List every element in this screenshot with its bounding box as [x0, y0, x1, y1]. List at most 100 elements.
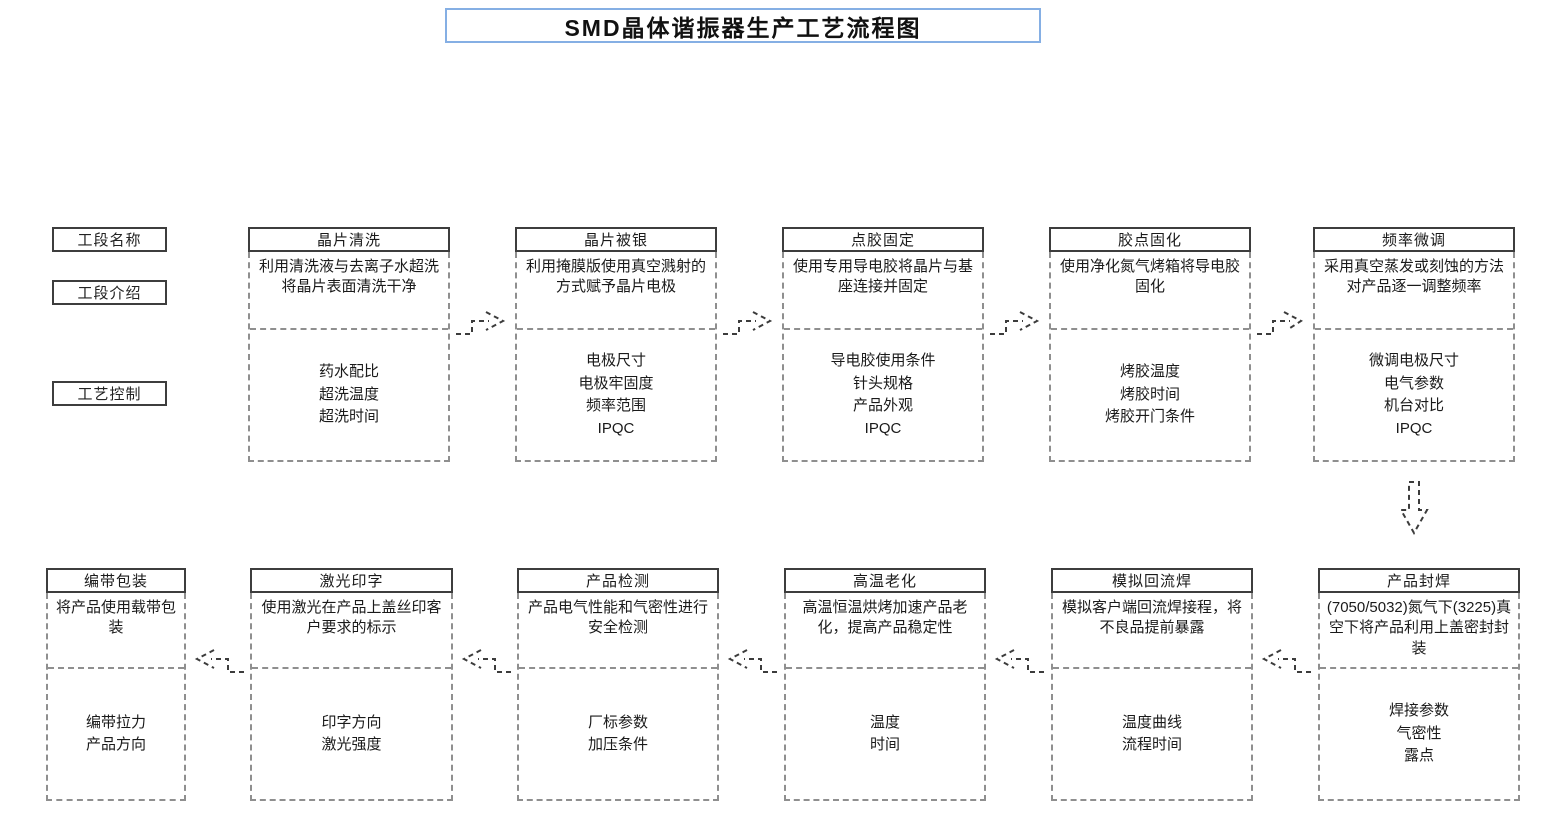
- arrow-right-icon: [1254, 308, 1312, 349]
- process-body: (7050/5032)氮气下(3225)真空下将产品利用上盖密封封装 焊接参数气…: [1318, 593, 1520, 801]
- arrow-left-icon: [456, 646, 514, 687]
- control-item: 电极尺寸: [585, 352, 646, 369]
- control-item: 气密性: [1396, 724, 1442, 742]
- arrow-right-icon: [453, 308, 511, 349]
- process-title: 产品检测: [517, 568, 719, 593]
- control-item: 烤胶温度: [1119, 363, 1180, 381]
- process-body: 使用激光在产品上盖丝印客户要求的标示 印字方向激光强度: [250, 593, 453, 801]
- control-item: 烤胶开门条件: [1104, 408, 1195, 426]
- process-title: 胶点固化: [1049, 227, 1251, 252]
- process-controls: 厂标参数加压条件: [519, 667, 717, 799]
- control-item: 产品方向: [85, 736, 146, 753]
- process-intro: 使用激光在产品上盖丝印客户要求的标示: [261, 599, 442, 637]
- process-controls: 印字方向激光强度: [252, 667, 451, 799]
- arrow-left-icon: [189, 646, 247, 687]
- control-item: 流程时间: [1121, 736, 1182, 753]
- process-controls: 烤胶温度烤胶时间烤胶开门条件: [1051, 328, 1249, 460]
- process-box-row1-1: 晶片清洗 利用清洗液与去离子水超洗将晶片表面清洗干净 药水配比超洗温度超洗时间: [248, 227, 450, 462]
- process-body: 利用掩膜版使用真空溅射的方式赋予晶片电极 电极尺寸电极牢固度频率范围 IPQC: [515, 252, 717, 462]
- process-title: 编带包装: [46, 568, 186, 593]
- process-controls: 编带拉力产品方向: [48, 667, 184, 799]
- process-intro: 使用净化氮气烤箱将导电胶固化: [1059, 258, 1240, 296]
- control-item: 时间: [869, 736, 900, 753]
- process-controls: 温度曲线流程时间: [1053, 667, 1251, 799]
- process-box-row2-1: 编带包装 将产品使用载带包装 编带拉力产品方向: [46, 568, 186, 801]
- process-title: 晶片清洗: [248, 227, 450, 252]
- control-item: 温度曲线: [1121, 713, 1182, 731]
- control-item: 厂标参数: [587, 713, 648, 731]
- process-body: 使用专用导电胶将晶片与基座连接并固定 导电胶使用条件针头规格产品外观 IPQC: [782, 252, 984, 462]
- process-body: 采用真空蒸发或刻蚀的方法对产品逐一调整频率 微调电极尺寸电气参数机台对比 IPQC: [1313, 252, 1515, 462]
- side-label-process-control: 工艺控制: [52, 381, 167, 406]
- arrow-left-icon: [722, 646, 780, 687]
- process-body: 模拟客户端回流焊接程，将不良品提前暴露 温度曲线流程时间: [1051, 593, 1253, 801]
- control-item: 微调电极尺寸: [1368, 352, 1459, 369]
- process-intro: 产品电气性能和气密性进行安全检测: [527, 599, 708, 637]
- process-controls: 微调电极尺寸电气参数机台对比 IPQC: [1315, 328, 1513, 460]
- process-intro: 采用真空蒸发或刻蚀的方法对产品逐一调整频率: [1323, 258, 1504, 296]
- arrow-down-icon: [1397, 480, 1431, 543]
- arrow-right-icon: [720, 308, 778, 349]
- control-item: 导电胶使用条件: [830, 352, 936, 369]
- process-box-row2-5: 模拟回流焊 模拟客户端回流焊接程，将不良品提前暴露 温度曲线流程时间: [1051, 568, 1253, 801]
- process-controls: 导电胶使用条件针头规格产品外观 IPQC: [784, 328, 982, 460]
- process-body: 将产品使用载带包装 编带拉力产品方向: [46, 593, 186, 801]
- process-intro: 将产品使用载带包装: [55, 599, 176, 637]
- process-title: 频率微调: [1313, 227, 1515, 252]
- process-box-row2-4: 高温老化 高温恒温烘烤加速产品老化，提高产品稳定性 温度时间: [784, 568, 986, 801]
- control-item: 电气参数: [1383, 374, 1444, 392]
- process-box-row1-5: 频率微调 采用真空蒸发或刻蚀的方法对产品逐一调整频率 微调电极尺寸电气参数机台对…: [1313, 227, 1515, 462]
- process-title: 产品封焊: [1318, 568, 1520, 593]
- process-box-row2-3: 产品检测 产品电气性能和气密性进行安全检测 厂标参数加压条件: [517, 568, 719, 801]
- process-controls: 焊接参数气密性露点: [1320, 667, 1518, 799]
- side-label-section-intro: 工段介绍: [52, 280, 167, 305]
- process-title: 模拟回流焊: [1051, 568, 1253, 593]
- control-item: 频率范围: [585, 397, 646, 414]
- process-intro: 利用清洗液与去离子水超洗将晶片表面清洗干净: [258, 258, 439, 296]
- process-body: 高温恒温烘烤加速产品老化，提高产品稳定性 温度时间: [784, 593, 986, 801]
- control-item: IPQC: [1395, 419, 1433, 437]
- control-item: 烤胶时间: [1119, 385, 1180, 403]
- control-item: 印字方向: [321, 713, 382, 731]
- control-item: 机台对比: [1383, 397, 1444, 414]
- control-item: 产品外观: [852, 397, 913, 414]
- process-body: 产品电气性能和气密性进行安全检测 厂标参数加压条件: [517, 593, 719, 801]
- control-item: IPQC: [597, 419, 635, 437]
- control-item: 超洗温度: [318, 385, 379, 403]
- control-item: 激光强度: [321, 736, 382, 753]
- control-item: 露点: [1403, 747, 1434, 765]
- process-title: 高温老化: [784, 568, 986, 593]
- process-box-row2-6: 产品封焊 (7050/5032)氮气下(3225)真空下将产品利用上盖密封封装 …: [1318, 568, 1520, 801]
- process-intro: 使用专用导电胶将晶片与基座连接并固定: [792, 258, 973, 296]
- process-intro: 模拟客户端回流焊接程，将不良品提前暴露: [1061, 599, 1242, 637]
- arrow-left-icon: [989, 646, 1047, 687]
- process-body: 利用清洗液与去离子水超洗将晶片表面清洗干净 药水配比超洗温度超洗时间: [248, 252, 450, 462]
- process-intro: (7050/5032)氮气下(3225)真空下将产品利用上盖密封封装: [1326, 599, 1512, 657]
- process-box-row2-2: 激光印字 使用激光在产品上盖丝印客户要求的标示 印字方向激光强度: [250, 568, 453, 801]
- control-item: 温度: [869, 713, 900, 731]
- process-controls: 温度时间: [786, 667, 984, 799]
- process-intro: 高温恒温烘烤加速产品老化，提高产品稳定性: [802, 599, 968, 637]
- arrow-left-icon: [1256, 646, 1314, 687]
- process-controls: 电极尺寸电极牢固度频率范围 IPQC: [517, 328, 715, 460]
- process-title: 激光印字: [250, 568, 453, 593]
- process-box-row1-2: 晶片被银 利用掩膜版使用真空溅射的方式赋予晶片电极 电极尺寸电极牢固度频率范围 I…: [515, 227, 717, 462]
- control-item: 针头规格: [852, 374, 913, 392]
- process-body: 使用净化氮气烤箱将导电胶固化 烤胶温度烤胶时间烤胶开门条件: [1049, 252, 1251, 462]
- process-box-row1-4: 胶点固化 使用净化氮气烤箱将导电胶固化 烤胶温度烤胶时间烤胶开门条件: [1049, 227, 1251, 462]
- control-item: IPQC: [864, 419, 902, 437]
- process-box-row1-3: 点胶固定 使用专用导电胶将晶片与基座连接并固定 导电胶使用条件针头规格产品外观 I…: [782, 227, 984, 462]
- page-title: SMD晶体谐振器生产工艺流程图: [445, 8, 1041, 43]
- side-label-section-name: 工段名称: [52, 227, 167, 252]
- control-item: 编带拉力: [85, 713, 146, 731]
- process-title: 点胶固定: [782, 227, 984, 252]
- control-item: 焊接参数: [1388, 702, 1449, 720]
- process-controls: 药水配比超洗温度超洗时间: [250, 328, 448, 460]
- control-item: 超洗时间: [318, 408, 379, 426]
- control-item: 药水配比: [318, 363, 379, 381]
- process-title: 晶片被银: [515, 227, 717, 252]
- process-intro: 利用掩膜版使用真空溅射的方式赋予晶片电极: [525, 258, 706, 296]
- control-item: 电极牢固度: [578, 374, 654, 392]
- arrow-right-icon: [987, 308, 1045, 349]
